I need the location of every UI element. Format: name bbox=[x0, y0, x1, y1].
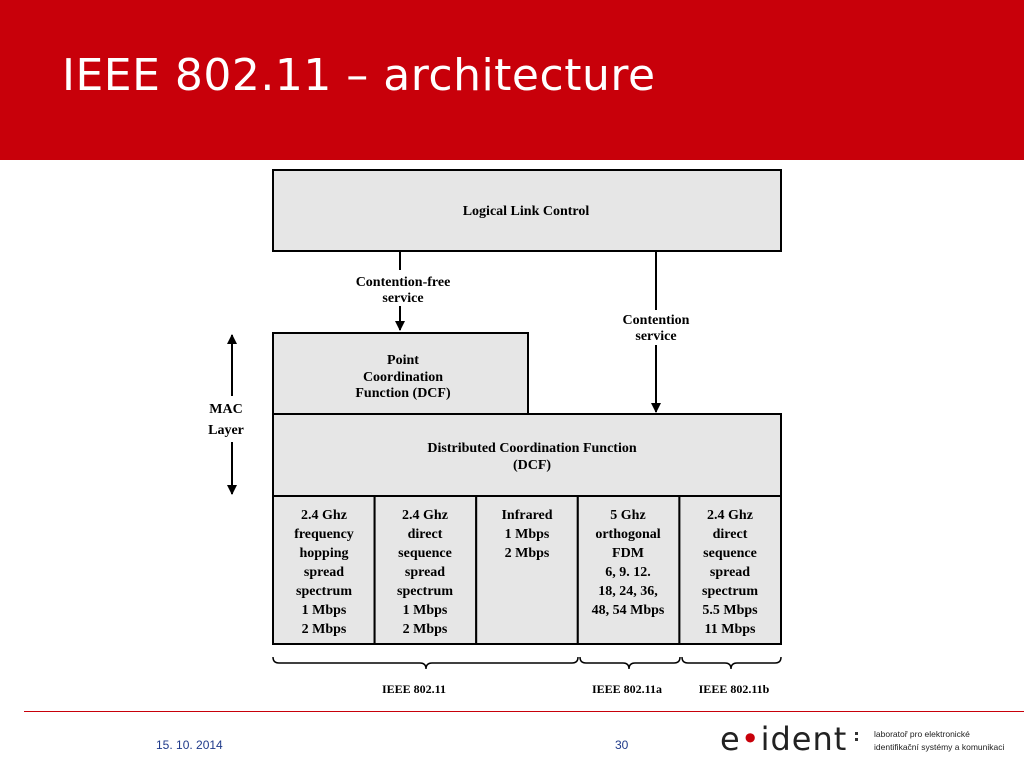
slide-header: IEEE 802.11 – architecture bbox=[0, 0, 1024, 160]
pcf-label-1: Point bbox=[387, 353, 419, 368]
phy-box-dsss-b bbox=[678, 495, 783, 645]
phy-boxes bbox=[272, 495, 783, 645]
phy-text: orthogonal bbox=[595, 527, 660, 542]
standard-802-11: IEEE 802.11 bbox=[382, 682, 446, 696]
phy-box-ofdm bbox=[576, 495, 681, 645]
phy-text: spread bbox=[710, 565, 750, 580]
phy-text: 5.5 Mbps bbox=[702, 603, 758, 618]
phy-text: 2.4 Ghz bbox=[707, 508, 753, 523]
llc-box bbox=[272, 169, 782, 252]
phy-text: direct bbox=[713, 527, 748, 542]
phy-text: 6, 9. 12. bbox=[605, 565, 651, 580]
phy-text: FDM bbox=[612, 546, 644, 561]
eident-logo: e•ident bbox=[720, 720, 847, 758]
phy-text: sequence bbox=[398, 546, 452, 561]
llc-label: Logical Link Control bbox=[463, 204, 590, 219]
logo-text-pre: e bbox=[720, 720, 741, 758]
lab-line-1: laboratoř pro elektronické bbox=[874, 729, 970, 739]
phy-text: frequency bbox=[294, 527, 354, 542]
lab-description: laboratoř pro elektronické identifikační… bbox=[874, 728, 1004, 754]
mac-label-1: MAC bbox=[209, 402, 242, 417]
logo-dots-icon bbox=[855, 732, 859, 748]
phy-text: spectrum bbox=[702, 584, 758, 599]
footer-date: 15. 10. 2014 bbox=[156, 738, 223, 752]
phy-text: 2 Mbps bbox=[403, 622, 448, 637]
phy-col-4: 2.4 Ghz direct sequence spread spectrum … bbox=[702, 508, 758, 637]
pcf-label-2: Coordination bbox=[363, 370, 443, 385]
standard-802-11a: IEEE 802.11a bbox=[592, 682, 662, 696]
phy-text: spectrum bbox=[397, 584, 453, 599]
phy-text: spectrum bbox=[296, 584, 352, 599]
pcf-box bbox=[272, 332, 529, 415]
slide-title: IEEE 802.11 – architecture bbox=[62, 50, 656, 101]
logo-text-post: ident bbox=[760, 720, 848, 758]
phy-text: 18, 24, 36, bbox=[598, 584, 658, 599]
contention-free-label-2: service bbox=[382, 291, 423, 306]
phy-text: 2.4 Ghz bbox=[301, 508, 347, 523]
phy-text: 1 Mbps bbox=[505, 527, 550, 542]
contention-free-label-1: Contention-free bbox=[356, 275, 451, 290]
phy-text: 1 Mbps bbox=[302, 603, 347, 618]
phy-text: 5 Ghz bbox=[610, 508, 645, 523]
phy-text: 2 Mbps bbox=[302, 622, 347, 637]
phy-text: spread bbox=[304, 565, 344, 580]
phy-text: direct bbox=[408, 527, 443, 542]
dcf-label-2: (DCF) bbox=[513, 458, 551, 473]
phy-text: spread bbox=[405, 565, 445, 580]
phy-box-fhss bbox=[272, 495, 376, 645]
contention-label-1: Contention bbox=[623, 313, 690, 328]
brace-802-11 bbox=[272, 656, 579, 670]
footer-divider bbox=[24, 711, 1024, 712]
phy-text: 2 Mbps bbox=[505, 546, 550, 561]
phy-text: Infrared bbox=[501, 508, 552, 523]
contention-label-2: service bbox=[635, 329, 676, 344]
phy-box-dsss bbox=[373, 495, 478, 645]
phy-col-0: 2.4 Ghz frequency hopping spread spectru… bbox=[294, 508, 354, 637]
lab-line-2: identifikační systémy a komunikaci bbox=[874, 742, 1005, 752]
phy-text: sequence bbox=[703, 546, 757, 561]
phy-text: 1 Mbps bbox=[403, 603, 448, 618]
phy-col-2: Infrared 1 Mbps 2 Mbps bbox=[501, 508, 552, 561]
page-number: 30 bbox=[615, 738, 629, 752]
phy-box-infrared bbox=[475, 495, 579, 645]
pcf-label-3: Function (DCF) bbox=[355, 386, 451, 401]
phy-col-1: 2.4 Ghz direct sequence spread spectrum … bbox=[397, 508, 453, 637]
mac-label-2: Layer bbox=[208, 423, 244, 438]
phy-col-3: 5 Ghz orthogonal FDM 6, 9. 12. 18, 24, 3… bbox=[592, 508, 665, 618]
phy-text: 11 Mbps bbox=[705, 622, 757, 637]
standard-802-11b: IEEE 802.11b bbox=[699, 682, 770, 696]
logo-dot: • bbox=[740, 720, 761, 758]
phy-text: hopping bbox=[299, 546, 348, 561]
brace-802-11b bbox=[681, 656, 782, 670]
brace-802-11a bbox=[579, 656, 681, 670]
phy-text: 2.4 Ghz bbox=[402, 508, 448, 523]
phy-text: 48, 54 Mbps bbox=[592, 603, 665, 618]
dcf-label-1: Distributed Coordination Function bbox=[427, 441, 636, 456]
